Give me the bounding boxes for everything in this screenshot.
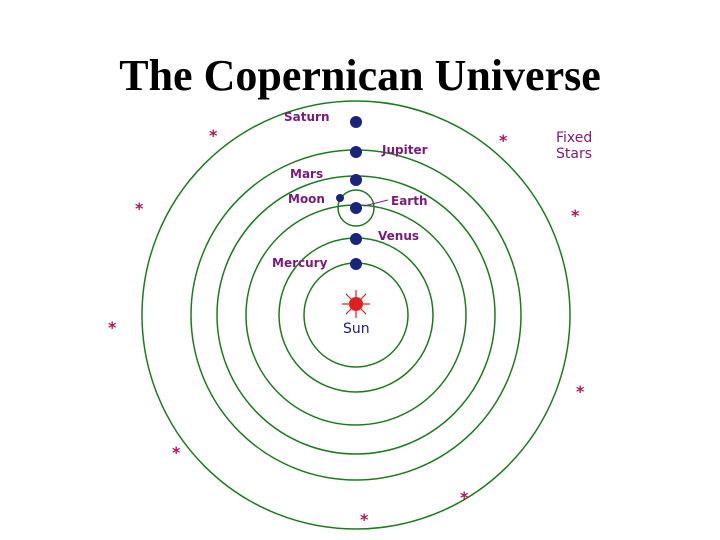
planet-earth <box>350 202 362 214</box>
fixed-stars: * * * * * * * * * <box>108 126 585 529</box>
label-sun: Sun <box>343 321 370 337</box>
star-icon: * <box>576 382 585 401</box>
star-icon: * <box>499 131 508 150</box>
slide-title: The Copernican Universe <box>119 51 601 100</box>
sun-icon <box>342 290 370 318</box>
orbit-moon <box>337 189 375 227</box>
planets <box>336 116 362 270</box>
planet-venus <box>350 233 362 245</box>
label-venus: Venus <box>378 229 419 243</box>
orbit-saturn <box>141 100 571 530</box>
label-moon: Moon <box>288 192 325 206</box>
label-mars: Mars <box>290 167 323 181</box>
planet-mars <box>350 174 362 186</box>
label-fixed-stars-line2: Stars <box>556 146 592 162</box>
planet-jupiter <box>350 146 362 158</box>
star-icon: * <box>135 199 144 218</box>
earth-pointer <box>363 199 389 207</box>
label-fixed-stars-line1: Fixed <box>556 130 592 146</box>
label-earth: Earth <box>391 194 428 208</box>
star-icon: * <box>360 510 369 529</box>
label-saturn: Saturn <box>284 110 329 124</box>
star-icon: * <box>209 126 218 145</box>
label-jupiter: Jupiter <box>381 143 428 157</box>
star-icon: * <box>460 488 469 507</box>
star-icon: * <box>172 443 181 462</box>
star-icon: * <box>571 206 580 225</box>
star-icon: * <box>108 318 117 337</box>
label-mercury: Mercury <box>272 256 328 270</box>
planet-mercury <box>350 258 362 270</box>
planet-moon <box>336 194 344 202</box>
planet-saturn <box>350 116 362 128</box>
